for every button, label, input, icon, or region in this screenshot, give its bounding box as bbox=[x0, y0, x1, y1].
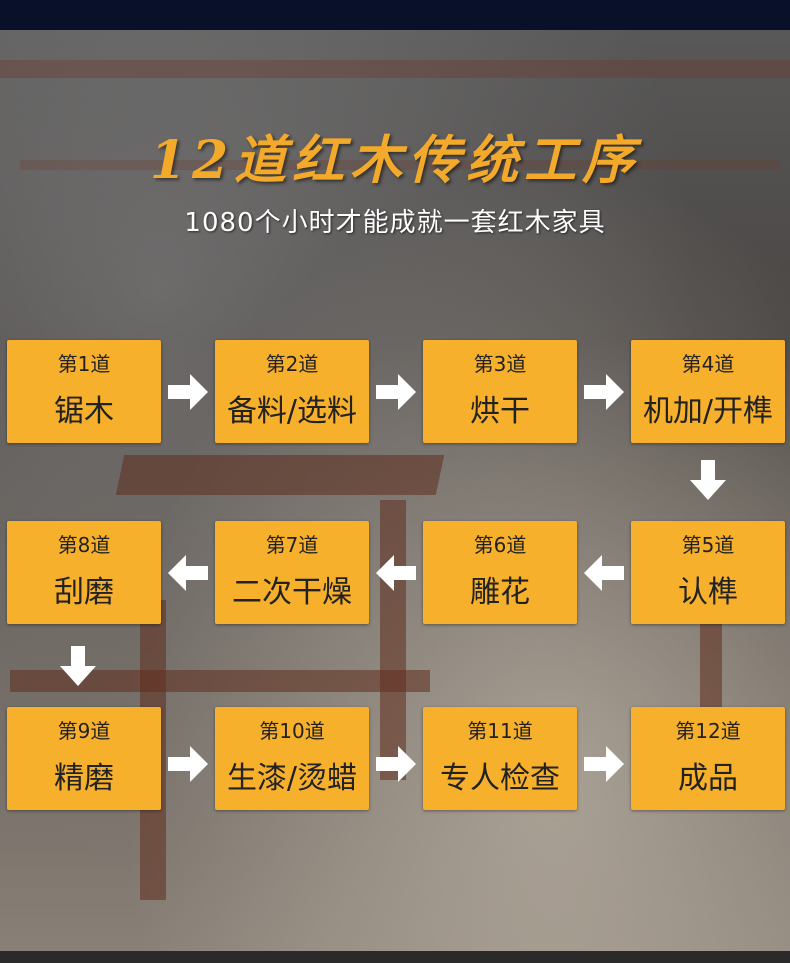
step-4: 第4道 机加/开榫 bbox=[631, 340, 785, 443]
step-1: 第1道 锯木 bbox=[7, 340, 161, 443]
step-number: 第6道 bbox=[473, 533, 527, 557]
bottom-bar bbox=[0, 951, 790, 963]
step-name: 成品 bbox=[678, 761, 738, 796]
step-number: 第5道 bbox=[681, 533, 735, 557]
step-name: 精磨 bbox=[54, 761, 114, 796]
arrow-down-icon bbox=[686, 458, 730, 502]
step-6: 第6道 雕花 bbox=[423, 521, 577, 624]
decor-stool-seat bbox=[115, 455, 445, 495]
arrow-right-icon bbox=[374, 742, 418, 786]
step-10: 第10道 生漆/烫蜡 bbox=[215, 707, 369, 810]
step-number: 第2道 bbox=[265, 352, 319, 376]
step-9: 第9道 精磨 bbox=[7, 707, 161, 810]
arrow-down-icon bbox=[56, 644, 100, 688]
step-number: 第8道 bbox=[57, 533, 111, 557]
top-bar bbox=[0, 0, 790, 30]
arrow-left-icon bbox=[166, 551, 210, 595]
step-5: 第5道 认榫 bbox=[631, 521, 785, 624]
step-number: 第3道 bbox=[473, 352, 527, 376]
step-number: 第12道 bbox=[675, 719, 741, 743]
step-11: 第11道 专人检查 bbox=[423, 707, 577, 810]
step-number: 第11道 bbox=[467, 719, 533, 743]
step-name: 烘干 bbox=[470, 394, 530, 429]
step-2: 第2道 备料/选料 bbox=[215, 340, 369, 443]
decor-stool-rail bbox=[10, 670, 430, 692]
decor-stool-leg bbox=[380, 500, 406, 780]
step-8: 第8道 刮磨 bbox=[7, 521, 161, 624]
arrow-left-icon bbox=[374, 551, 418, 595]
step-12: 第12道 成品 bbox=[631, 707, 785, 810]
arrow-right-icon bbox=[166, 370, 210, 414]
decor-rail bbox=[20, 160, 780, 170]
page-title: 12道红木传统工序 bbox=[149, 130, 641, 191]
arrow-right-icon bbox=[166, 742, 210, 786]
step-3: 第3道 烘干 bbox=[423, 340, 577, 443]
step-name: 二次干燥 bbox=[232, 575, 352, 610]
page-subtitle: 1080个小时才能成就一套红木家具 bbox=[184, 208, 606, 238]
step-name: 雕花 bbox=[470, 575, 530, 610]
step-name: 专人检查 bbox=[440, 761, 560, 796]
arrow-right-icon bbox=[582, 370, 626, 414]
step-number: 第9道 bbox=[57, 719, 111, 743]
decor-rail bbox=[0, 60, 790, 78]
step-name: 刮磨 bbox=[54, 575, 114, 610]
step-number: 第1道 bbox=[57, 352, 111, 376]
step-number: 第7道 bbox=[265, 533, 319, 557]
step-name: 认榫 bbox=[678, 575, 738, 610]
step-name: 锯木 bbox=[54, 394, 114, 429]
step-number: 第4道 bbox=[681, 352, 735, 376]
step-number: 第10道 bbox=[259, 719, 325, 743]
step-name: 机加/开榫 bbox=[642, 394, 774, 429]
arrow-right-icon bbox=[582, 742, 626, 786]
step-7: 第7道 二次干燥 bbox=[215, 521, 369, 624]
arrow-left-icon bbox=[582, 551, 626, 595]
step-name: 备料/选料 bbox=[226, 394, 358, 429]
arrow-right-icon bbox=[374, 370, 418, 414]
step-name: 生漆/烫蜡 bbox=[226, 761, 358, 796]
